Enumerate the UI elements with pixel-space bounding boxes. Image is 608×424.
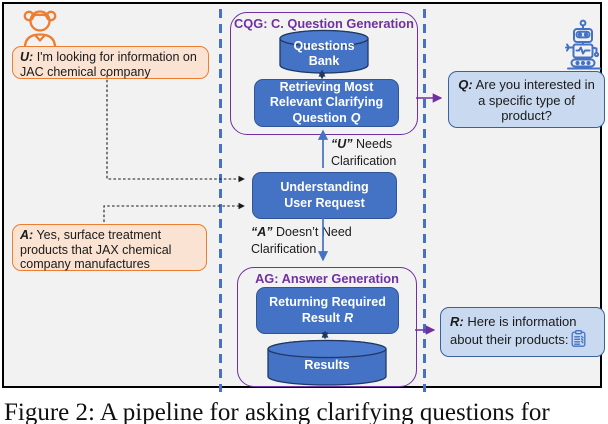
lane-divider-left	[219, 9, 222, 392]
cylinder-shape	[279, 29, 369, 74]
cylinder-shape	[267, 339, 387, 386]
questions-bank-datastore: Questions Bank	[279, 29, 369, 74]
utterance-text: I'm looking for information on JAC chemi…	[20, 50, 197, 79]
lane-divider-right	[423, 9, 426, 392]
user-answer-bubble: A: Yes, surface treatment products that …	[12, 224, 207, 271]
ag-title: AG: Answer Generation	[255, 271, 399, 286]
arrow-a-to-understanding	[103, 202, 245, 222]
utterance-text: Yes, surface treatment products that JAX…	[20, 228, 172, 271]
results-datastore: Results	[267, 339, 387, 386]
arrow-u-to-understanding	[106, 75, 245, 183]
utterance-prefix: Q:	[458, 77, 473, 92]
system-question-bubble: Q: Are you interested in a specific type…	[448, 71, 605, 128]
cqg-title: CQG: C. Question Generation	[234, 16, 414, 31]
clipboard-icon	[571, 330, 585, 347]
pipeline-diagram: U: I'm looking for information on JAC ch…	[2, 2, 605, 392]
utterance-text: Are you interested in a specific type of…	[475, 77, 595, 123]
step-label: Retrieving Most Relevant Clarifying Ques…	[269, 79, 384, 125]
ag-container: AG: Answer Generation	[237, 267, 417, 387]
utterance-prefix: A:	[20, 228, 34, 242]
no-clarification-label: “A” Doesn’t Need Clarification	[251, 225, 352, 256]
utterance-text: Here is information about their products…	[450, 314, 577, 347]
user-utterance-bubble: U: I'm looking for information on JAC ch…	[12, 46, 209, 79]
figure-caption: Figure 2: A pipeline for asking clarifyi…	[4, 399, 550, 424]
understanding-request-step: Understanding User Request	[252, 172, 397, 219]
needs-clarification-label: “U” Needs Clarification	[331, 137, 397, 168]
step-label: Understanding User Request	[280, 180, 369, 210]
user-icon	[23, 10, 57, 47]
utterance-prefix: U:	[20, 50, 34, 64]
retrieving-question-step: Retrieving Most Relevant Clarifying Ques…	[254, 79, 399, 127]
utterance-prefix: R:	[450, 314, 464, 329]
system-result-bubble: R: Here is information about their produ…	[440, 307, 605, 357]
questions-bank-label: Questions Bank	[293, 39, 355, 68]
robot-icon	[565, 19, 601, 70]
results-label: Results	[304, 358, 350, 372]
